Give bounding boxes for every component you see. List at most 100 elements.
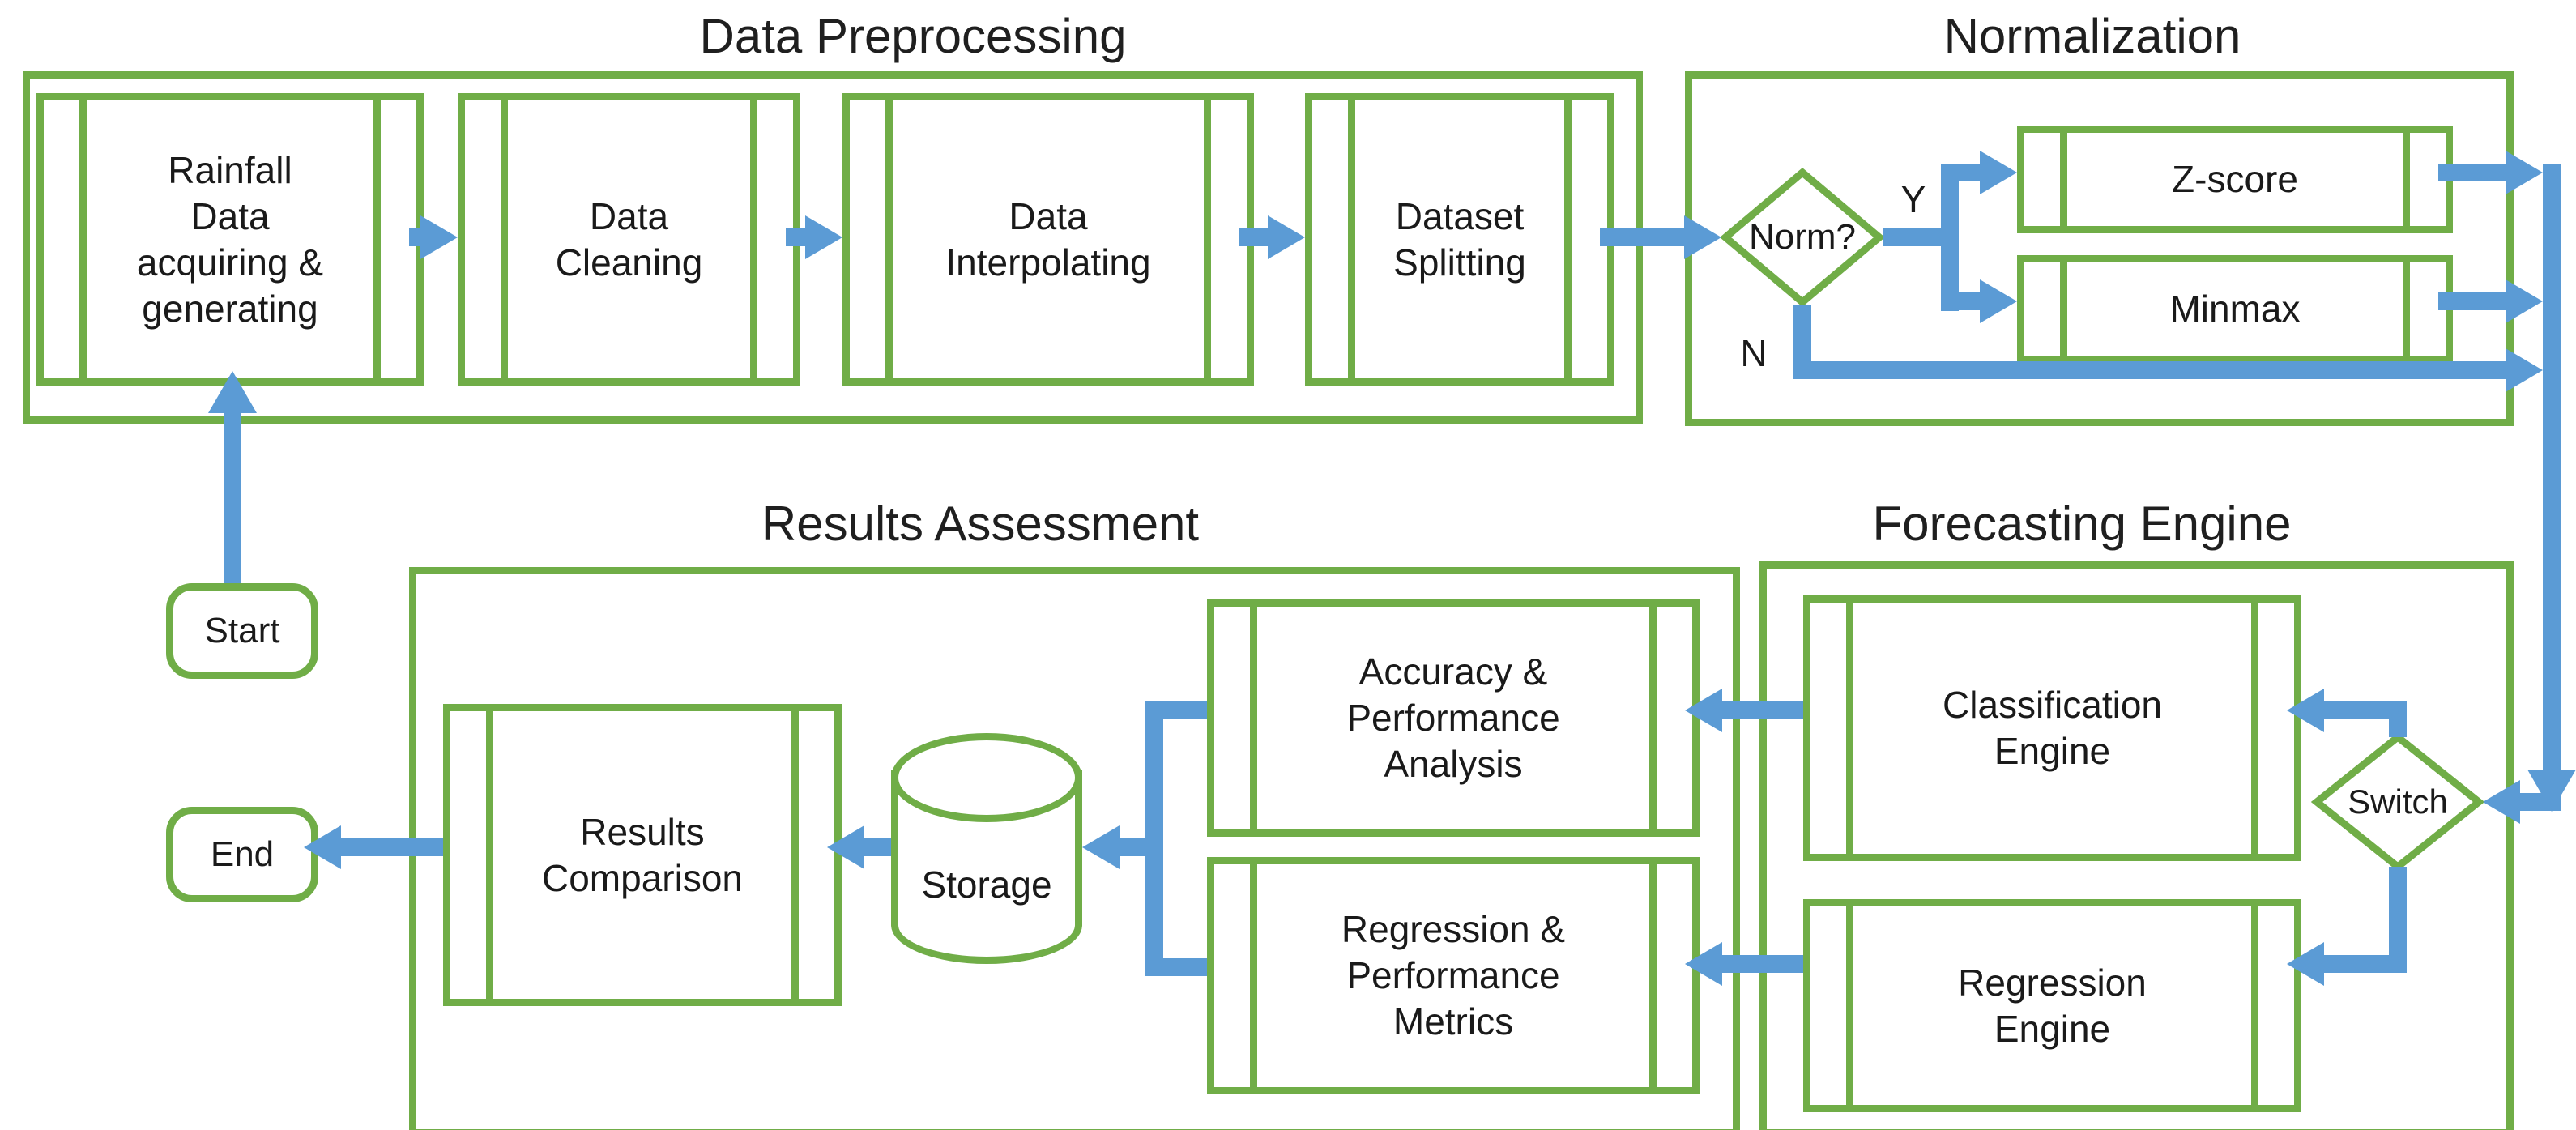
switch-to-regression-vertical: [2389, 867, 2407, 973]
switch-to-regression-shaft: [2324, 955, 2407, 973]
minmax-box: Minmax: [2017, 255, 2453, 363]
data-cleaning-box: Data Cleaning: [458, 93, 800, 386]
arrow-interpolating-to-splitting-head: [1268, 215, 1305, 259]
pbox-left-bar: [1348, 100, 1355, 378]
pbox-right-bar: [1204, 100, 1211, 378]
classification-to-accuracy-shaft: [1722, 701, 1803, 719]
arrow-minmax-out-head: [2506, 279, 2543, 323]
dataset-splitting-label: Dataset Splitting: [1393, 194, 1526, 284]
arrow-minmax-out-shaft: [2438, 292, 2506, 310]
pbox-left-bar: [486, 711, 493, 999]
results-assessment-title: Results Assessment: [761, 497, 1200, 551]
pbox-left-bar: [79, 100, 87, 378]
arrow-start-to-rainfall-shaft: [224, 411, 241, 583]
data-interpolating-box: Data Interpolating: [842, 93, 1254, 386]
pbox-right-bar: [1649, 607, 1657, 829]
arrow-storage-to-comparison-shaft: [864, 838, 891, 856]
end-terminal: End: [166, 807, 318, 902]
pbox-left-bar: [1846, 906, 1853, 1105]
regression-to-metrics-head: [1685, 942, 1722, 986]
zscore-box: Z-score: [2017, 126, 2453, 233]
pbox-left-bar: [885, 100, 893, 378]
start-label: Start: [204, 611, 280, 650]
pbox-right-bar: [2403, 133, 2410, 226]
arrow-start-to-rainfall-head: [208, 371, 257, 413]
yes-branch-label: Y: [1900, 178, 1926, 220]
assessment-bracket-top-stub: [1163, 701, 1207, 719]
arrow-rainfall-to-cleaning-head: [420, 215, 458, 259]
arrow-splitting-to-norm-head: [1684, 215, 1721, 259]
minmax-label: Minmax: [2169, 288, 2301, 330]
arrow-into-minmax-head: [1980, 279, 2017, 323]
arrow-into-zscore-head: [1980, 151, 2017, 194]
pbox-left-bar: [1250, 607, 1257, 829]
arrow-comparison-to-end-head: [304, 825, 341, 869]
yes-branch-split-line: [1941, 164, 1959, 311]
switch-to-classification-shaft: [2324, 701, 2407, 719]
normalization-title: Normalization: [1943, 9, 2241, 63]
switch-to-regression-head: [2287, 942, 2324, 986]
arrow-rainfall-to-cleaning-shaft: [409, 228, 421, 246]
pbox-right-bar: [1649, 864, 1657, 1087]
data-preprocessing-title: Data Preprocessing: [699, 9, 1127, 63]
regression-engine-label: Regression Engine: [1958, 961, 2147, 1050]
classification-engine-box: Classification Engine: [1803, 595, 2301, 861]
yes-branch-line: [1883, 228, 1959, 246]
pbox-left-bar: [2060, 133, 2067, 226]
arrow-collector-to-switch-shaft: [2520, 793, 2561, 811]
arrow-storage-to-comparison-head: [827, 825, 864, 869]
forecasting-engine-title: Forecasting Engine: [1872, 497, 2292, 551]
arrow-bracket-to-storage-shaft: [1120, 838, 1163, 856]
no-branch-drop-line: [1793, 305, 1811, 379]
arrow-into-zscore-shaft: [1959, 164, 1980, 181]
arrow-cleaning-to-interpolating-head: [805, 215, 842, 259]
accuracy-analysis-label: Accuracy & Performance Analysis: [1346, 650, 1560, 785]
arrow-zscore-out-shaft: [2438, 164, 2506, 181]
data-cleaning-label: Data Cleaning: [555, 194, 703, 284]
norm-decision-label: Norm?: [1748, 217, 1857, 257]
start-terminal: Start: [166, 583, 318, 679]
data-interpolating-label: Data Interpolating: [945, 194, 1151, 284]
arrow-interpolating-to-splitting-shaft: [1239, 228, 1269, 246]
classification-to-accuracy-head: [1685, 689, 1722, 732]
rainfall-box: Rainfall Data acquiring & generating: [36, 93, 424, 386]
accuracy-analysis-box: Accuracy & Performance Analysis: [1207, 599, 1700, 837]
switch-to-classification-head: [2287, 689, 2324, 732]
rainfall-label: Rainfall Data acquiring & generating: [136, 148, 324, 330]
storage-cylinder: Storage: [891, 733, 1082, 964]
assessment-bracket-bottom-stub: [1163, 958, 1207, 976]
regression-to-metrics-shaft: [1722, 955, 1803, 973]
pbox-right-bar: [2403, 262, 2410, 356]
norm-decision-diamond: [1720, 168, 1885, 307]
classification-engine-label: Classification Engine: [1943, 684, 2162, 772]
storage-label: Storage: [921, 863, 1052, 906]
pbox-left-bar: [2060, 262, 2067, 356]
results-comparison-box: Results Comparison: [443, 704, 842, 1006]
pbox-right-bar: [373, 100, 381, 378]
arrow-into-minmax-shaft: [1959, 292, 1980, 310]
zscore-label: Z-score: [2172, 158, 2298, 200]
pbox-right-bar: [791, 711, 799, 999]
pbox-right-bar: [750, 100, 757, 378]
arrow-cleaning-to-interpolating-shaft: [786, 228, 806, 246]
no-branch-head: [2506, 348, 2543, 392]
arrow-collector-to-switch-head: [2483, 780, 2520, 824]
regression-metrics-box: Regression & Performance Metrics: [1207, 857, 1700, 1094]
arrow-comparison-to-end-shaft: [341, 838, 443, 856]
storage-cylinder-top: [891, 733, 1082, 822]
no-branch-label: N: [1740, 332, 1768, 374]
data-preprocessing-container: [23, 71, 1643, 424]
regression-metrics-label: Regression & Performance Metrics: [1341, 908, 1566, 1043]
pbox-left-bar: [1846, 603, 1853, 854]
pbox-left-bar: [501, 100, 508, 378]
collector-vertical-line: [2543, 164, 2561, 770]
arrow-splitting-to-norm-shaft: [1600, 228, 1685, 246]
arrow-bracket-to-storage-head: [1082, 825, 1120, 869]
regression-engine-box: Regression Engine: [1803, 899, 2301, 1112]
results-comparison-label: Results Comparison: [542, 810, 743, 899]
switch-decision-label: Switch: [2348, 782, 2448, 821]
end-label: End: [210, 834, 275, 874]
pbox-right-bar: [1564, 100, 1572, 378]
pbox-right-bar: [2251, 906, 2258, 1105]
